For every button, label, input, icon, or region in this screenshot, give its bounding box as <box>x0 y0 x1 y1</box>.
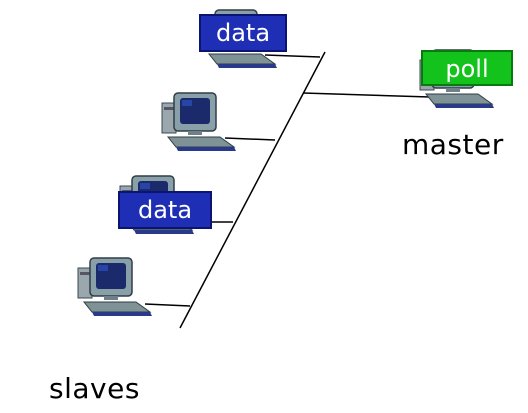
bus-link-slave-1 <box>264 54 321 58</box>
bus-link-slave-2 <box>224 137 276 141</box>
bus-link-master <box>302 92 431 98</box>
data-tag-slave-1: data <box>199 14 287 52</box>
computer-icon-slave-2 <box>161 92 237 152</box>
bus-main-line <box>179 51 326 329</box>
bus-link-slave-4 <box>144 303 191 307</box>
computer-icon-slave-4 <box>77 257 153 317</box>
master-label: master <box>402 128 504 161</box>
slaves-label: slaves <box>49 372 140 405</box>
data-tag-slave-3: data <box>118 191 212 229</box>
poll-tag-master: poll <box>421 50 513 86</box>
